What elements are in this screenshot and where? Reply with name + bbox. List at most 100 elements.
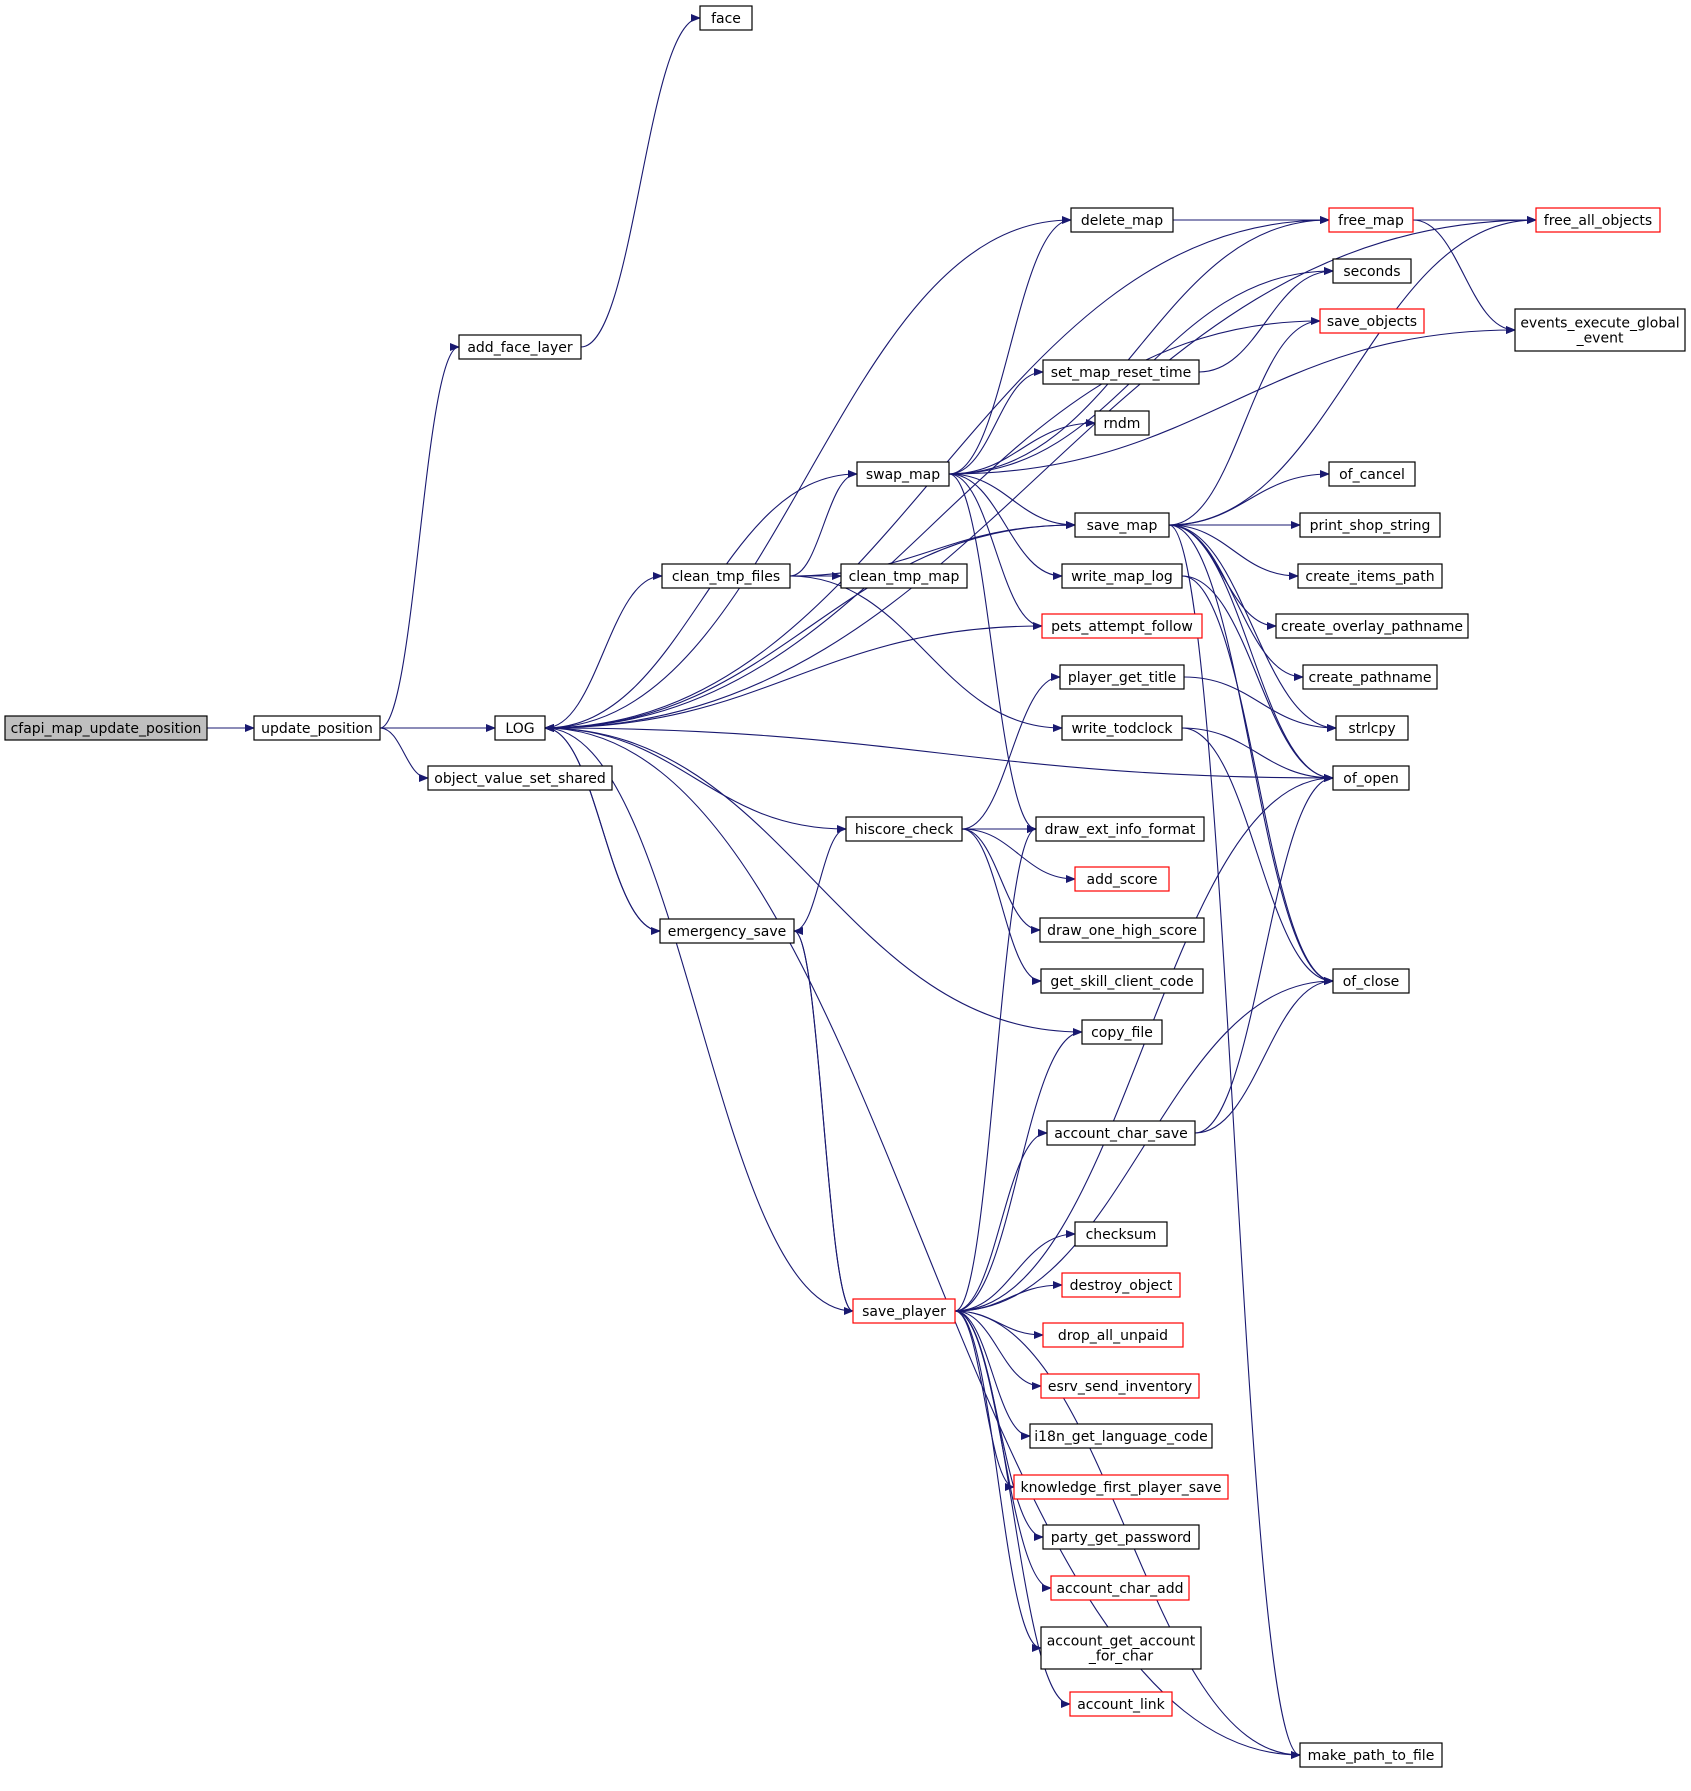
node-box xyxy=(1074,866,1170,892)
node-label: create_pathname xyxy=(1309,670,1432,686)
edge-save_player-to-emergency_save xyxy=(793,927,854,1312)
node-label: account_char_add xyxy=(1056,1581,1183,1597)
node-label: create_overlay_pathname xyxy=(1281,619,1463,635)
node-create-pathname[interactable]: create_pathname xyxy=(1302,664,1438,690)
node-party-get-password[interactable]: party_get_password xyxy=(1042,1524,1200,1550)
node-update-position[interactable]: update_position xyxy=(253,715,381,741)
node-box xyxy=(1042,359,1200,385)
node-copy-file[interactable]: copy_file xyxy=(1081,1019,1163,1045)
edge-update_position-to-add_face_layer xyxy=(379,343,460,729)
node-swap-map[interactable]: swap_map xyxy=(856,461,950,487)
edge-swap_map-to-save_map xyxy=(948,473,1076,529)
node-get-skill-client-code[interactable]: get_skill_client_code xyxy=(1040,968,1204,994)
node-box xyxy=(852,1298,956,1324)
node-create-items-path[interactable]: create_items_path xyxy=(1297,563,1443,589)
node-box xyxy=(1094,410,1150,436)
node-free-map[interactable]: free_map xyxy=(1328,207,1414,233)
edge-set_map_reset_time-to-seconds xyxy=(1198,267,1334,373)
node-add-face-layer[interactable]: add_face_layer xyxy=(458,334,582,360)
edge-save_player-to-account_link xyxy=(954,1310,1071,1708)
node-label: of_close xyxy=(1343,974,1400,990)
node-account-link[interactable]: account_link xyxy=(1069,1691,1173,1717)
node-of-cancel[interactable]: of_cancel xyxy=(1328,461,1416,487)
node-draw-ext-info-format[interactable]: draw_ext_info_format xyxy=(1035,816,1205,842)
node-cfapi-map-update-position[interactable]: cfapi_map_update_position xyxy=(4,715,208,741)
node-save-objects[interactable]: save_objects xyxy=(1319,308,1425,334)
node-label: add_face_layer xyxy=(467,340,573,356)
node-set-map-reset-time[interactable]: set_map_reset_time xyxy=(1042,359,1200,385)
node-write-todclock[interactable]: write_todclock xyxy=(1061,715,1183,741)
node-add-score[interactable]: add_score xyxy=(1074,866,1170,892)
node-strlcpy[interactable]: strlcpy xyxy=(1335,715,1409,741)
node-make-path-to-file[interactable]: make_path_to_file xyxy=(1299,1742,1443,1768)
node-of-close[interactable]: of_close xyxy=(1332,968,1410,994)
node-i18n-get-language-code[interactable]: i18n_get_language_code xyxy=(1029,1423,1213,1449)
node-label: account_link xyxy=(1077,1697,1165,1713)
node-of-open[interactable]: of_open xyxy=(1332,765,1410,791)
node-LOG[interactable]: LOG xyxy=(494,715,546,741)
node-object-value-set-shared[interactable]: object_value_set_shared xyxy=(427,765,613,791)
node-delete-map[interactable]: delete_map xyxy=(1070,207,1174,233)
edge-write_todclock-to-of_open xyxy=(1181,727,1334,782)
edge-save_map-to-of_cancel xyxy=(1168,470,1330,526)
edge-save_player-to-destroy_object xyxy=(954,1281,1063,1312)
node-box xyxy=(1297,563,1443,589)
node-label: strlcpy xyxy=(1348,721,1395,737)
node-box xyxy=(1081,1019,1163,1045)
node-knowledge-first-player-save[interactable]: knowledge_first_player_save xyxy=(1013,1474,1229,1500)
node-save-player[interactable]: save_player xyxy=(852,1298,956,1324)
node-write-map-log[interactable]: write_map_log xyxy=(1061,563,1183,589)
node-label: drop_all_unpaid xyxy=(1058,1328,1168,1344)
node-face[interactable]: face xyxy=(699,5,753,31)
node-destroy-object[interactable]: destroy_object xyxy=(1061,1272,1181,1298)
node-account-char-add[interactable]: account_char_add xyxy=(1050,1575,1190,1601)
edge-clean_tmp_files-to-swap_map xyxy=(789,470,858,577)
node-print-shop-string[interactable]: print_shop_string xyxy=(1299,512,1441,538)
node-account-get-account-for-char[interactable]: account_get_account_for_char xyxy=(1040,1626,1202,1670)
node-box xyxy=(1061,715,1183,741)
node-label: clean_tmp_map xyxy=(849,569,960,585)
node-events-execute-global-event[interactable]: events_execute_global_event xyxy=(1514,308,1686,352)
node-label: LOG xyxy=(505,721,534,737)
node-clean-tmp-map[interactable]: clean_tmp_map xyxy=(840,563,968,589)
edge-swap_map-to-free_map xyxy=(948,216,1330,475)
edge-free_all_objects-to-LOG xyxy=(544,219,1537,732)
node-label: account_get_account xyxy=(1047,1634,1196,1650)
edge-save_player-to-account_char_save xyxy=(954,1129,1048,1312)
node-box xyxy=(1050,1575,1190,1601)
node-label: destroy_object xyxy=(1070,1278,1173,1294)
edge-swap_map-to-LOG xyxy=(544,473,858,732)
node-box xyxy=(427,765,613,791)
node-save-map[interactable]: save_map xyxy=(1074,512,1170,538)
nodes-layer: cfapi_map_update_position update_position… xyxy=(4,5,1686,1768)
edge-save_map-to-save_objects xyxy=(1168,317,1321,526)
edge-hiscore_check-to-player_get_title xyxy=(961,673,1061,830)
node-player-get-title[interactable]: player_get_title xyxy=(1059,664,1185,690)
node-pets-attempt-follow[interactable]: pets_attempt_follow xyxy=(1041,613,1203,639)
node-checksum[interactable]: checksum xyxy=(1074,1221,1168,1247)
edge-write_todclock-to-of_close xyxy=(1181,727,1334,985)
node-drop-all-unpaid[interactable]: drop_all_unpaid xyxy=(1042,1322,1184,1348)
edge-hiscore_check-to-get_skill_client_code xyxy=(961,828,1042,985)
node-hiscore-check[interactable]: hiscore_check xyxy=(845,816,963,842)
node-label: save_objects xyxy=(1327,314,1417,330)
node-seconds[interactable]: seconds xyxy=(1332,258,1412,284)
node-create-overlay-pathname[interactable]: create_overlay_pathname xyxy=(1275,613,1469,639)
edge-swap_map-to-delete_map xyxy=(948,216,1072,475)
node-draw-one-high-score[interactable]: draw_one_high_score xyxy=(1039,917,1205,943)
node-clean-tmp-files[interactable]: clean_tmp_files xyxy=(661,563,791,589)
node-emergency-save[interactable]: emergency_save xyxy=(659,918,795,944)
node-account-char-save[interactable]: account_char_save xyxy=(1046,1120,1196,1146)
edge-of_open-to-LOG xyxy=(544,724,1334,779)
edge-save_player-to-checksum xyxy=(954,1230,1076,1312)
node-label: checksum xyxy=(1086,1227,1157,1243)
edge-free_map-to-events_execute_global_event xyxy=(1412,219,1516,334)
edge-hiscore_check-to-add_score xyxy=(961,828,1076,883)
node-free-all-objects[interactable]: free_all_objects xyxy=(1535,207,1661,233)
node-label: free_map xyxy=(1338,213,1404,229)
node-esrv-send-inventory[interactable]: esrv_send_inventory xyxy=(1040,1373,1200,1399)
edge-hiscore_check-to-draw_one_high_score xyxy=(961,828,1041,934)
node-rndm[interactable]: rndm xyxy=(1094,410,1150,436)
edge-save_map-to-create_pathname xyxy=(1168,524,1304,681)
node-box xyxy=(1328,207,1414,233)
